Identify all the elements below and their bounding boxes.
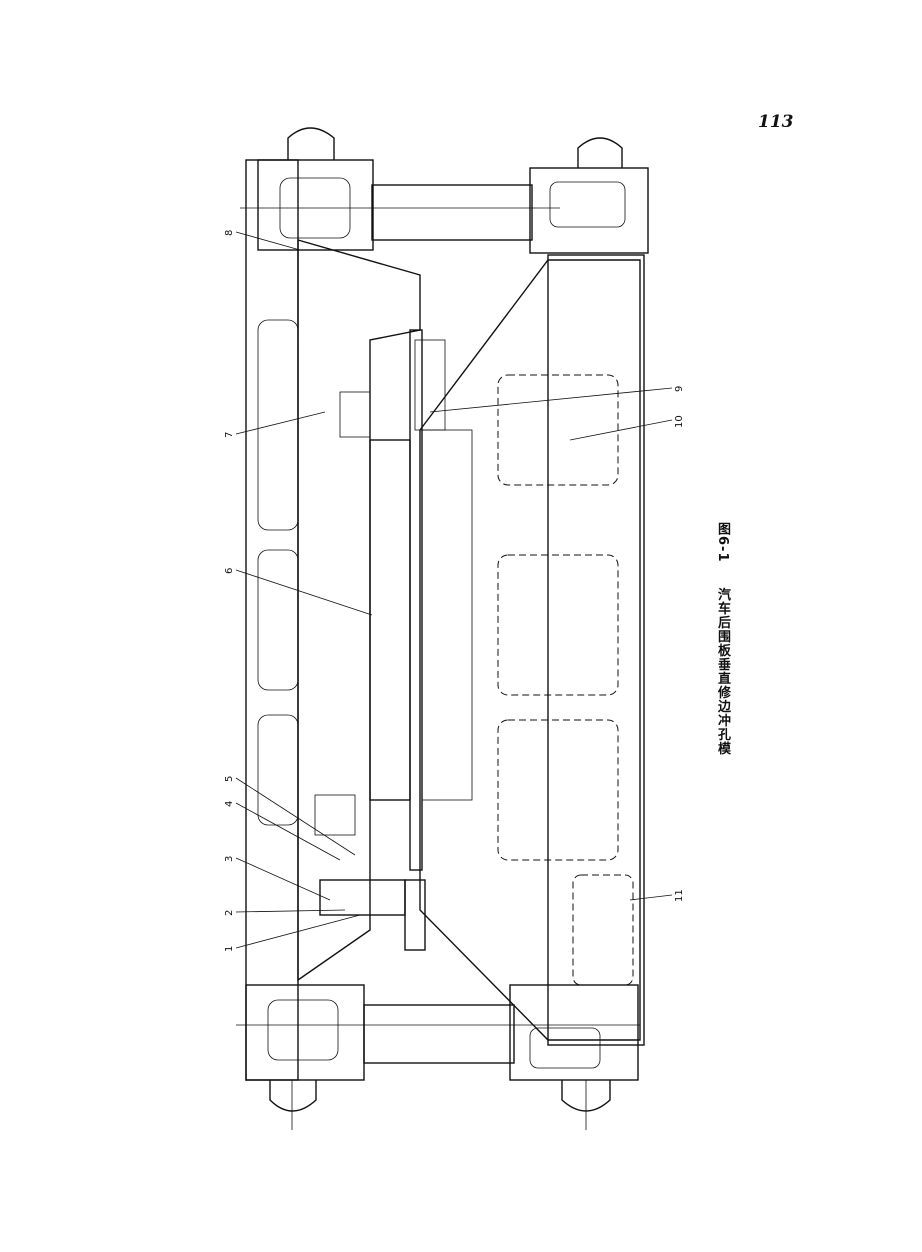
lower-die-plate <box>419 254 645 1046</box>
page-number: 113 <box>758 112 794 132</box>
caption-number: 图6-1 <box>715 522 730 563</box>
top-guide-assembly <box>240 127 649 254</box>
figure-caption: 图6-1 汽车后围板垂直修边冲孔模 <box>708 522 732 762</box>
label-2: 2 <box>224 910 235 916</box>
label-6: 6 <box>224 568 235 574</box>
label-1: 1 <box>224 946 235 952</box>
trimming-insert-detail <box>314 339 446 951</box>
label-5: 5 <box>224 776 235 782</box>
label-4: 4 <box>224 801 235 807</box>
label-7: 7 <box>224 432 235 438</box>
bottom-guide-assembly <box>236 984 640 1130</box>
label-11: 11 <box>674 889 685 902</box>
caption-text: 汽车后围板垂直修边冲孔模 <box>715 587 730 756</box>
label-8: 8 <box>224 230 235 236</box>
label-3: 3 <box>224 856 235 862</box>
label-10: 10 <box>674 415 685 428</box>
upper-die-plate <box>245 159 421 1081</box>
center-punch-strip <box>369 329 473 871</box>
label-9: 9 <box>674 386 685 392</box>
part-labels: 8 7 6 5 4 3 2 1 9 10 11 <box>224 230 685 952</box>
leader-lines <box>235 231 673 949</box>
